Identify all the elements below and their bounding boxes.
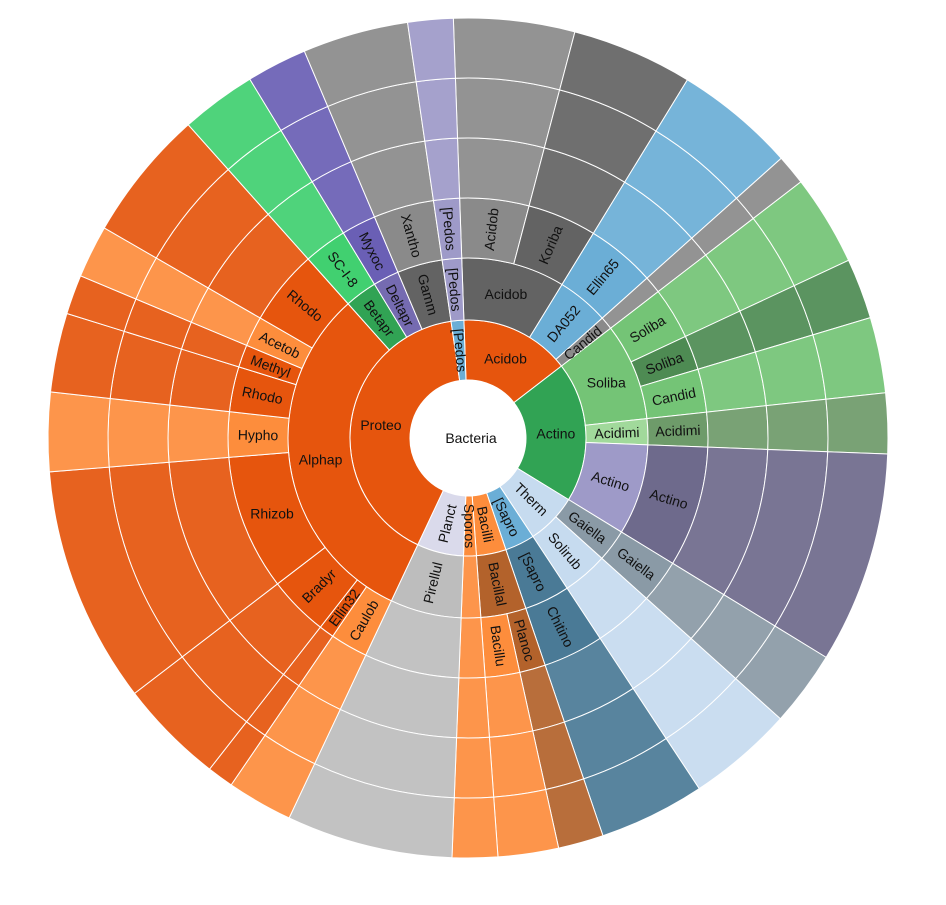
segment-9-child-0-child-0-ring-6 xyxy=(406,17,456,83)
root-label: Bacteria xyxy=(445,430,497,446)
segment-9-label: [Pedos xyxy=(450,328,470,373)
segment-0-child-0-label: Acidob xyxy=(485,286,528,302)
segment-9-child-0-child-0-label: [Pedos xyxy=(439,206,459,251)
segment-4-child-0-child-1-label: Bacillu xyxy=(487,624,509,667)
segment-7-child-0-child-4-label: Hypho xyxy=(238,427,279,444)
segment-7-child-0-child-4-ring-4 xyxy=(167,404,231,463)
segment-5-ring-4 xyxy=(456,676,490,739)
segment-1-label: Actino xyxy=(536,425,575,441)
segment-7-label: Proteo xyxy=(360,417,401,433)
segment-1-child-0-label: Soliba xyxy=(587,374,626,390)
segment-0-label: Acidob xyxy=(484,350,527,366)
segment-1-child-1-child-0-ring-4 xyxy=(706,405,769,450)
segment-1-child-1-child-0-ring-5 xyxy=(765,398,829,453)
segment-5-label: Sporos xyxy=(461,504,478,549)
segment-1-child-1-child-0-ring-6 xyxy=(825,392,889,455)
segment-5-ring-5 xyxy=(453,736,495,799)
segment-7-child-0-child-4-ring-5 xyxy=(107,397,171,468)
segment-1-child-1-child-0-label: Acidimi xyxy=(655,422,701,440)
segment-7-child-0-child-4-ring-6 xyxy=(47,391,111,473)
segment-0-child-0-child-0-ring-5 xyxy=(454,77,561,149)
segment-7-child-0-label: Alphap xyxy=(299,451,343,467)
segment-7-child-0-child-3-label: Rhizob xyxy=(250,505,294,521)
segment-0-child-0-child-0-label: Acidob xyxy=(481,207,502,252)
segment-5-ring-6 xyxy=(451,796,499,859)
center-hole xyxy=(410,380,526,496)
segment-9-child-0-label: [Pedos xyxy=(445,267,465,312)
segment-4-label: Bacilli xyxy=(474,505,497,544)
sunburst-segments xyxy=(47,17,889,859)
segment-5-ring-3 xyxy=(458,617,486,679)
segment-1-child-1-label: Acidimi xyxy=(594,424,640,442)
